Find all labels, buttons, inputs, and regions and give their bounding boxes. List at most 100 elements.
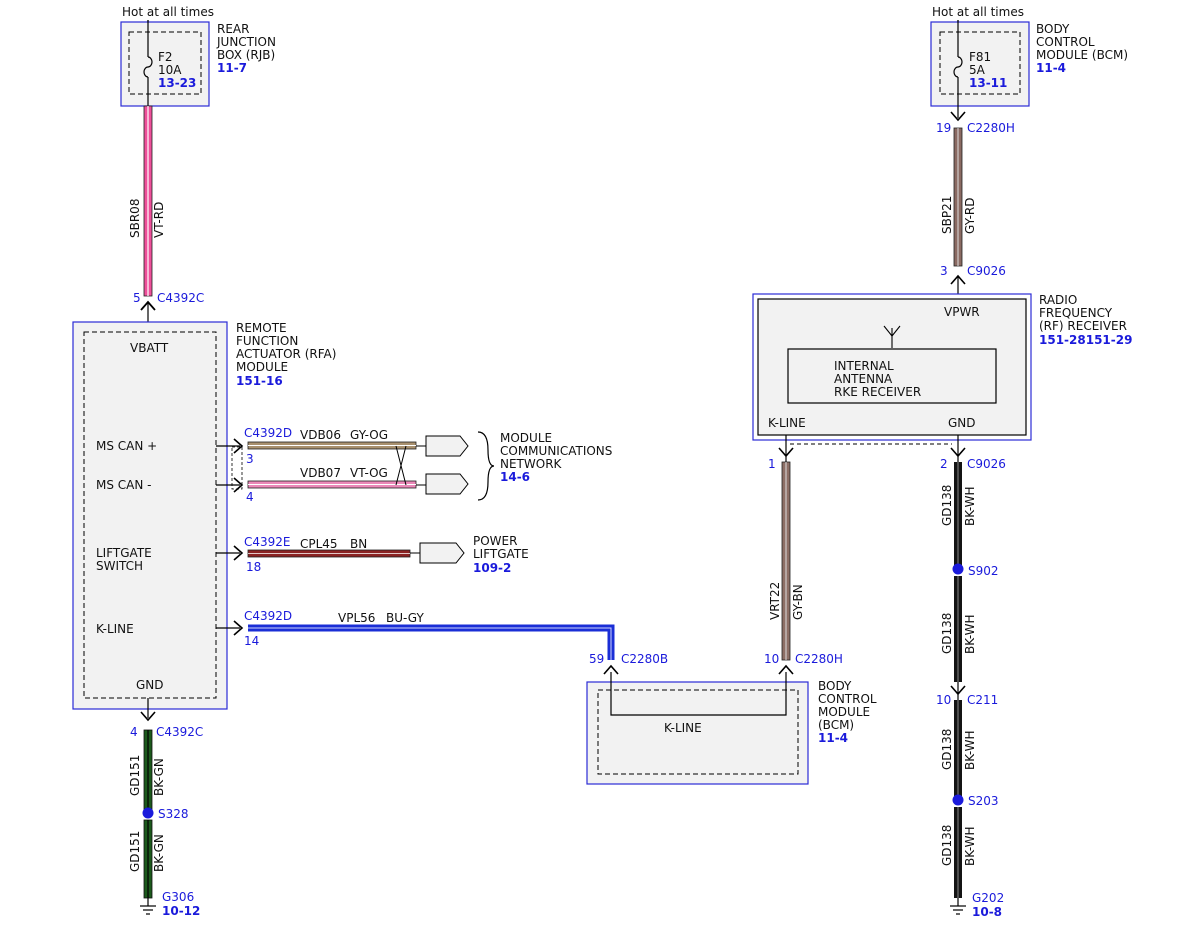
- sbp21-conn-bottom: C9026: [967, 264, 1006, 278]
- rjb-label-3: BOX (RJB): [217, 48, 275, 62]
- splice-s902[interactable]: [952, 563, 964, 575]
- bcm-module-bottom[interactable]: [586, 681, 809, 785]
- rjb-label-2: JUNCTION: [216, 35, 276, 49]
- rfa-label-2: FUNCTION: [236, 334, 298, 348]
- gd151-color-1: BK-GN: [152, 758, 166, 796]
- rf-label-2: FREQUENCY: [1039, 306, 1113, 320]
- ground-g202-icon: [950, 898, 966, 915]
- sbp21-conn-top: C2280H: [967, 121, 1015, 135]
- s328-label: S328: [158, 807, 189, 821]
- liftgate-pin: 18: [246, 560, 261, 574]
- gd138-connector: C9026: [967, 457, 1006, 471]
- hot-at-all-times-right: Hot at all times: [932, 5, 1024, 19]
- mscan-minus-connector-icon: [425, 473, 469, 495]
- power-liftgate-ref[interactable]: 109-2: [473, 561, 511, 575]
- rf-label-1: RADIO: [1039, 293, 1077, 307]
- c211-pin: 10: [936, 693, 951, 707]
- vrt22-pin: 1: [768, 457, 776, 471]
- gd151-circuit-2: GD151: [128, 831, 142, 872]
- rfa-pin-kline: K-LINE: [96, 622, 134, 636]
- bcm-fuse-amps: 5A: [969, 63, 986, 77]
- mscan-plus-connector-icon: [425, 435, 469, 457]
- gd151-color-2: BK-GN: [152, 834, 166, 872]
- bcm-bottom-ref[interactable]: 11-4: [818, 731, 848, 745]
- power-liftgate-connector-icon: [419, 542, 465, 564]
- rfa-pin-gnd: GND: [136, 678, 164, 692]
- rfa-pin-vbatt: VBATT: [130, 341, 169, 355]
- gd138-circuit-1: GD138: [940, 485, 954, 526]
- g202-label: G202: [972, 891, 1004, 905]
- vpl56-circuit: VPL56: [338, 611, 375, 625]
- bcm-inner-kline: K-LINE: [664, 721, 702, 735]
- bcm-fuse-box: [930, 21, 1030, 107]
- s203-label: S203: [968, 794, 999, 808]
- rf-vpwr: VPWR: [944, 305, 980, 319]
- bcm-conn-c2280b: C2280B: [621, 652, 668, 666]
- sbr08-circuit: SBR08: [128, 199, 142, 238]
- wire-vpl56[interactable]: [248, 624, 615, 660]
- rfa-module[interactable]: [72, 321, 228, 710]
- bcm-bottom-label-1: BODY: [818, 679, 852, 693]
- bcm-pin-10: 10: [764, 652, 779, 666]
- sbp21-pin-top: 19: [936, 121, 951, 135]
- g306-label: G306: [162, 890, 194, 904]
- sbp21-circuit: SBP21: [940, 196, 954, 234]
- vdb06-circuit: VDB06: [300, 428, 341, 442]
- rjb-fuse-ref[interactable]: 13-23: [158, 76, 196, 90]
- rf-ref[interactable]: 151-28151-29: [1039, 333, 1132, 347]
- ground-g306-icon: [140, 898, 156, 915]
- rf-gnd: GND: [948, 416, 976, 430]
- rf-inner-3: RKE RECEIVER: [834, 385, 921, 399]
- sbp21-pin-bottom: 3: [940, 264, 948, 278]
- network-label-3: NETWORK: [500, 457, 563, 471]
- network-label-2: COMMUNICATIONS: [500, 444, 612, 458]
- gd138-color-3: BK-WH: [963, 730, 977, 770]
- splice-s203[interactable]: [952, 794, 964, 806]
- c211-connector: C211: [967, 693, 998, 707]
- network-label-1: MODULE: [500, 431, 552, 445]
- power-liftgate-label-2: LIFTGATE: [473, 547, 529, 561]
- fuse-icon: [143, 56, 153, 78]
- gd138-color-1: BK-WH: [963, 486, 977, 526]
- sbr08-connector: C4392C: [157, 291, 204, 305]
- bcm-conn-c2280h: C2280H: [795, 652, 843, 666]
- gd138-circuit-2: GD138: [940, 613, 954, 654]
- bcm-top-label-3: MODULE (BCM): [1036, 48, 1128, 62]
- sbr08-color: VT-RD: [152, 202, 166, 238]
- rjb-label-1: REAR: [217, 22, 249, 36]
- rf-inner-1: INTERNAL: [834, 359, 894, 373]
- bcm-fuse-ref[interactable]: 13-11: [969, 76, 1007, 90]
- rfa-ref[interactable]: 151-16: [236, 374, 283, 388]
- bcm-bottom-label-2: CONTROL: [818, 692, 877, 706]
- rf-label-3: (RF) RECEIVER: [1039, 319, 1127, 333]
- rfa-label-3: ACTUATOR (RFA): [236, 347, 336, 361]
- rfa-pin-liftgate-2: SWITCH: [96, 559, 143, 573]
- sbp21-color: GY-RD: [963, 197, 977, 234]
- gd138-circuit-3: GD138: [940, 729, 954, 770]
- bcm-fuse-number: F81: [969, 50, 991, 64]
- network-ref[interactable]: 14-6: [500, 470, 530, 484]
- gd138-color-4: BK-WH: [963, 826, 977, 866]
- rf-kline: K-LINE: [768, 416, 806, 430]
- vrt22-circuit: VRT22: [768, 582, 782, 620]
- kline-pin: 14: [244, 634, 259, 648]
- twisted-pair-icon: [395, 445, 407, 486]
- bcm-top-label-2: CONTROL: [1036, 35, 1095, 49]
- fuse-icon: [953, 56, 963, 78]
- network-brace: [477, 431, 495, 501]
- g202-ref[interactable]: 10-8: [972, 905, 1002, 919]
- rfa-pin-mscan-plus: MS CAN +: [96, 439, 157, 453]
- g306-ref[interactable]: 10-12: [162, 904, 200, 918]
- gd138-color-2: BK-WH: [963, 614, 977, 654]
- vdb06-color: GY-OG: [350, 428, 388, 442]
- splice-s328[interactable]: [142, 807, 154, 819]
- hot-at-all-times-left: Hot at all times: [122, 5, 214, 19]
- vpl56-color: BU-GY: [386, 611, 424, 625]
- gd138-pin: 2: [940, 457, 948, 471]
- rjb-fuse-box: [120, 21, 210, 107]
- vrt22-color: GY-BN: [791, 584, 805, 620]
- rjb-ref[interactable]: 11-7: [217, 61, 247, 75]
- liftgate-connector: C4392E: [244, 535, 291, 549]
- bcm-top-ref[interactable]: 11-4: [1036, 61, 1066, 75]
